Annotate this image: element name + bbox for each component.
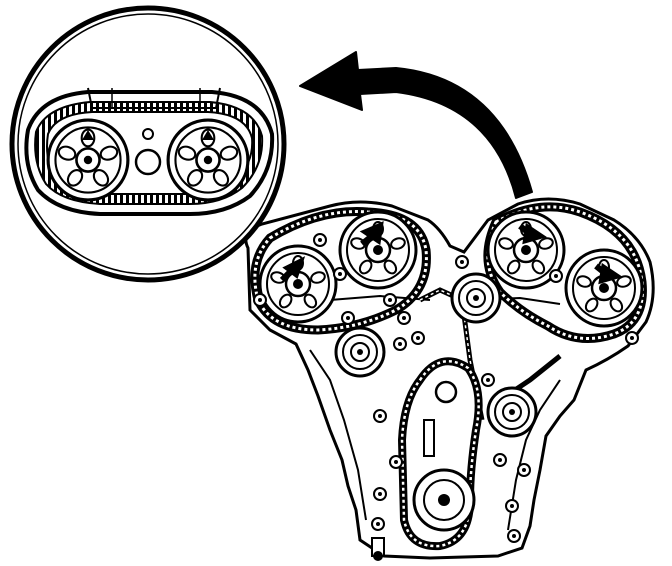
bottom-stud xyxy=(371,537,385,561)
idler-pulley-left xyxy=(334,326,386,378)
cam-sprocket-right-bank-rear xyxy=(564,248,644,328)
crankshaft-area xyxy=(397,357,483,551)
detail-magnifier-icon xyxy=(9,5,287,283)
alignment-arrow-icon xyxy=(279,221,624,285)
tensioner-pulley xyxy=(486,386,538,438)
cam-mark-right-bank-rear xyxy=(594,262,624,285)
cam-mark-left-bank-rear xyxy=(279,256,306,283)
cover-outline xyxy=(244,197,655,560)
idler-pulley-upper xyxy=(450,272,502,324)
cam-sprocket-left-bank-front xyxy=(338,210,418,290)
pointer-arrow-icon xyxy=(299,51,533,199)
cam-mark-left-bank-front xyxy=(359,221,384,247)
cam-mark-right-bank-front xyxy=(518,222,548,245)
cam-sprocket-left-bank-rear xyxy=(258,244,338,324)
